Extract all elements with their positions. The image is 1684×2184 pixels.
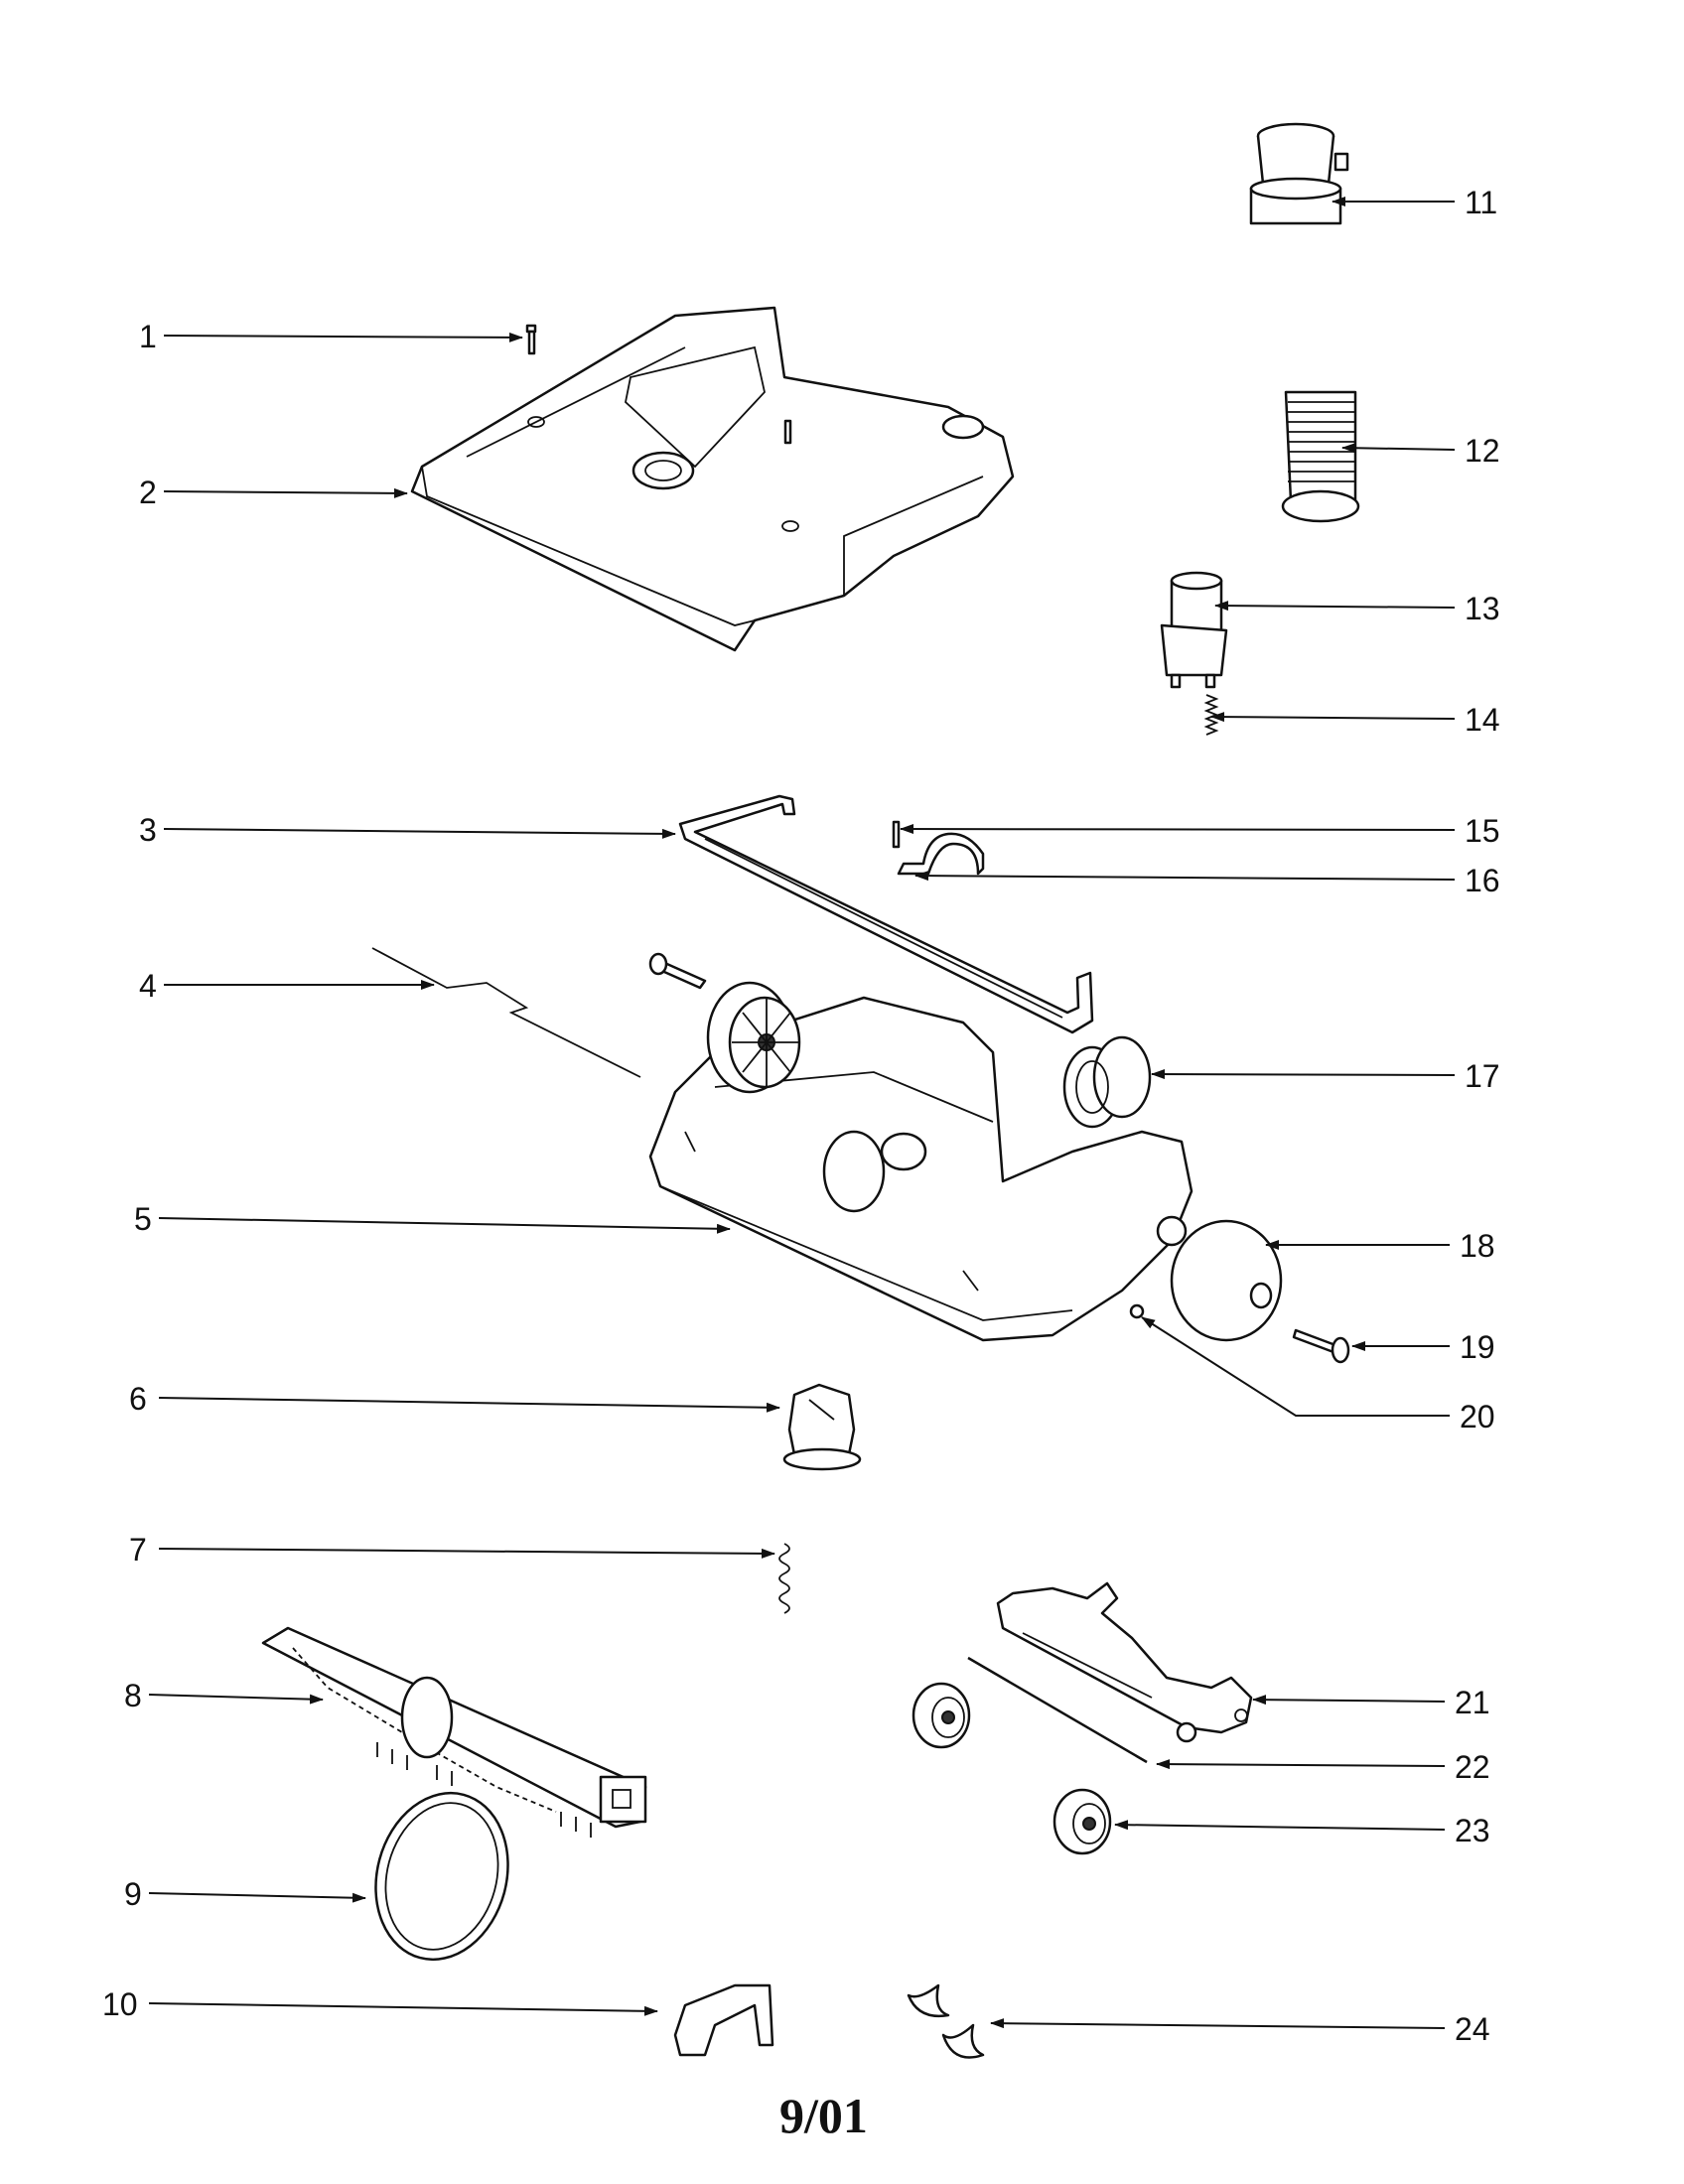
callout-leaders — [148, 197, 1456, 2029]
leader-22 — [1156, 1759, 1446, 1770]
part-23-front-wheel-lower — [1052, 1788, 1112, 1855]
leader-20 — [1141, 1316, 1450, 1417]
part-11-hose-cuff — [1249, 122, 1349, 225]
part-14-spring — [1203, 694, 1219, 736]
callout-13: 13 — [1465, 591, 1500, 626]
part-18-wheel — [1170, 1219, 1283, 1342]
part-2-hood-cover — [410, 306, 1015, 652]
axle-pin-left — [648, 952, 707, 990]
callout-11: 11 — [1465, 185, 1497, 220]
callout-6: 6 — [129, 1381, 147, 1417]
leader-8 — [148, 1694, 324, 1705]
leader-15 — [900, 824, 1456, 835]
callout-2: 2 — [139, 475, 157, 510]
rear-wheel-left — [706, 981, 801, 1094]
footer-date: 9/01 — [779, 2088, 868, 2143]
callout-4: 4 — [139, 968, 157, 1004]
leader-23 — [1114, 1820, 1446, 1831]
part-12-hose — [1281, 390, 1360, 523]
part-22-rod — [967, 1656, 1148, 1764]
leader-3 — [163, 828, 676, 839]
part-20-washer — [1129, 1303, 1145, 1319]
part-4-wire-strip — [371, 947, 641, 1078]
callout-8: 8 — [124, 1678, 142, 1713]
callout-17: 17 — [1465, 1058, 1500, 1094]
part-16-clip — [897, 832, 985, 876]
leader-21 — [1252, 1695, 1446, 1706]
leader-7 — [158, 1548, 775, 1559]
leader-13 — [1214, 601, 1456, 612]
part-6-nozzle-connector — [782, 1383, 862, 1471]
callout-18: 18 — [1460, 1228, 1495, 1264]
part-9-belt — [374, 1791, 509, 1962]
part-13-switch — [1160, 571, 1228, 689]
leader-2 — [163, 487, 408, 498]
callout-labels: 1 2 3 4 5 6 7 8 9 10 11 12 13 14 15 16 1… — [102, 185, 1500, 2047]
part-19-axle — [1292, 1328, 1350, 1364]
callout-14: 14 — [1465, 702, 1500, 738]
part-24-clips — [907, 1983, 985, 2059]
callout-20: 20 — [1460, 1399, 1495, 1434]
part-10-belt-guard — [673, 1983, 774, 2057]
callout-22: 22 — [1455, 1749, 1490, 1785]
callout-21: 21 — [1455, 1685, 1490, 1720]
callout-1: 1 — [139, 319, 157, 354]
leader-24 — [990, 2018, 1446, 2029]
leader-5 — [158, 1217, 731, 1234]
leader-16 — [914, 871, 1456, 882]
callout-23: 23 — [1455, 1813, 1490, 1848]
leader-1 — [163, 332, 523, 342]
callout-15: 15 — [1465, 813, 1500, 849]
callout-7: 7 — [129, 1532, 147, 1568]
callout-19: 19 — [1460, 1329, 1495, 1365]
part-17-bushing — [1062, 1035, 1152, 1129]
part-3-bumper — [678, 794, 1094, 1034]
leader-14 — [1210, 712, 1456, 723]
leader-6 — [158, 1397, 780, 1413]
leader-10 — [148, 2002, 658, 2016]
leader-12 — [1341, 443, 1456, 454]
part-21-height-bracket — [996, 1581, 1253, 1743]
callout-3: 3 — [139, 812, 157, 848]
callout-16: 16 — [1465, 863, 1500, 898]
leader-9 — [148, 1892, 366, 1903]
part-7-spring — [778, 1543, 790, 1614]
part-8-brushroll — [261, 1626, 647, 1838]
callout-12: 12 — [1465, 433, 1500, 469]
callout-9: 9 — [124, 1876, 142, 1912]
part-15-screw — [892, 820, 901, 849]
part-1-screw — [525, 324, 537, 355]
leader-17 — [1151, 1069, 1456, 1080]
callout-5: 5 — [134, 1201, 152, 1237]
callout-24: 24 — [1455, 2011, 1490, 2047]
callout-10: 10 — [102, 1986, 138, 2022]
part-23-front-wheel-upper — [912, 1682, 971, 1749]
